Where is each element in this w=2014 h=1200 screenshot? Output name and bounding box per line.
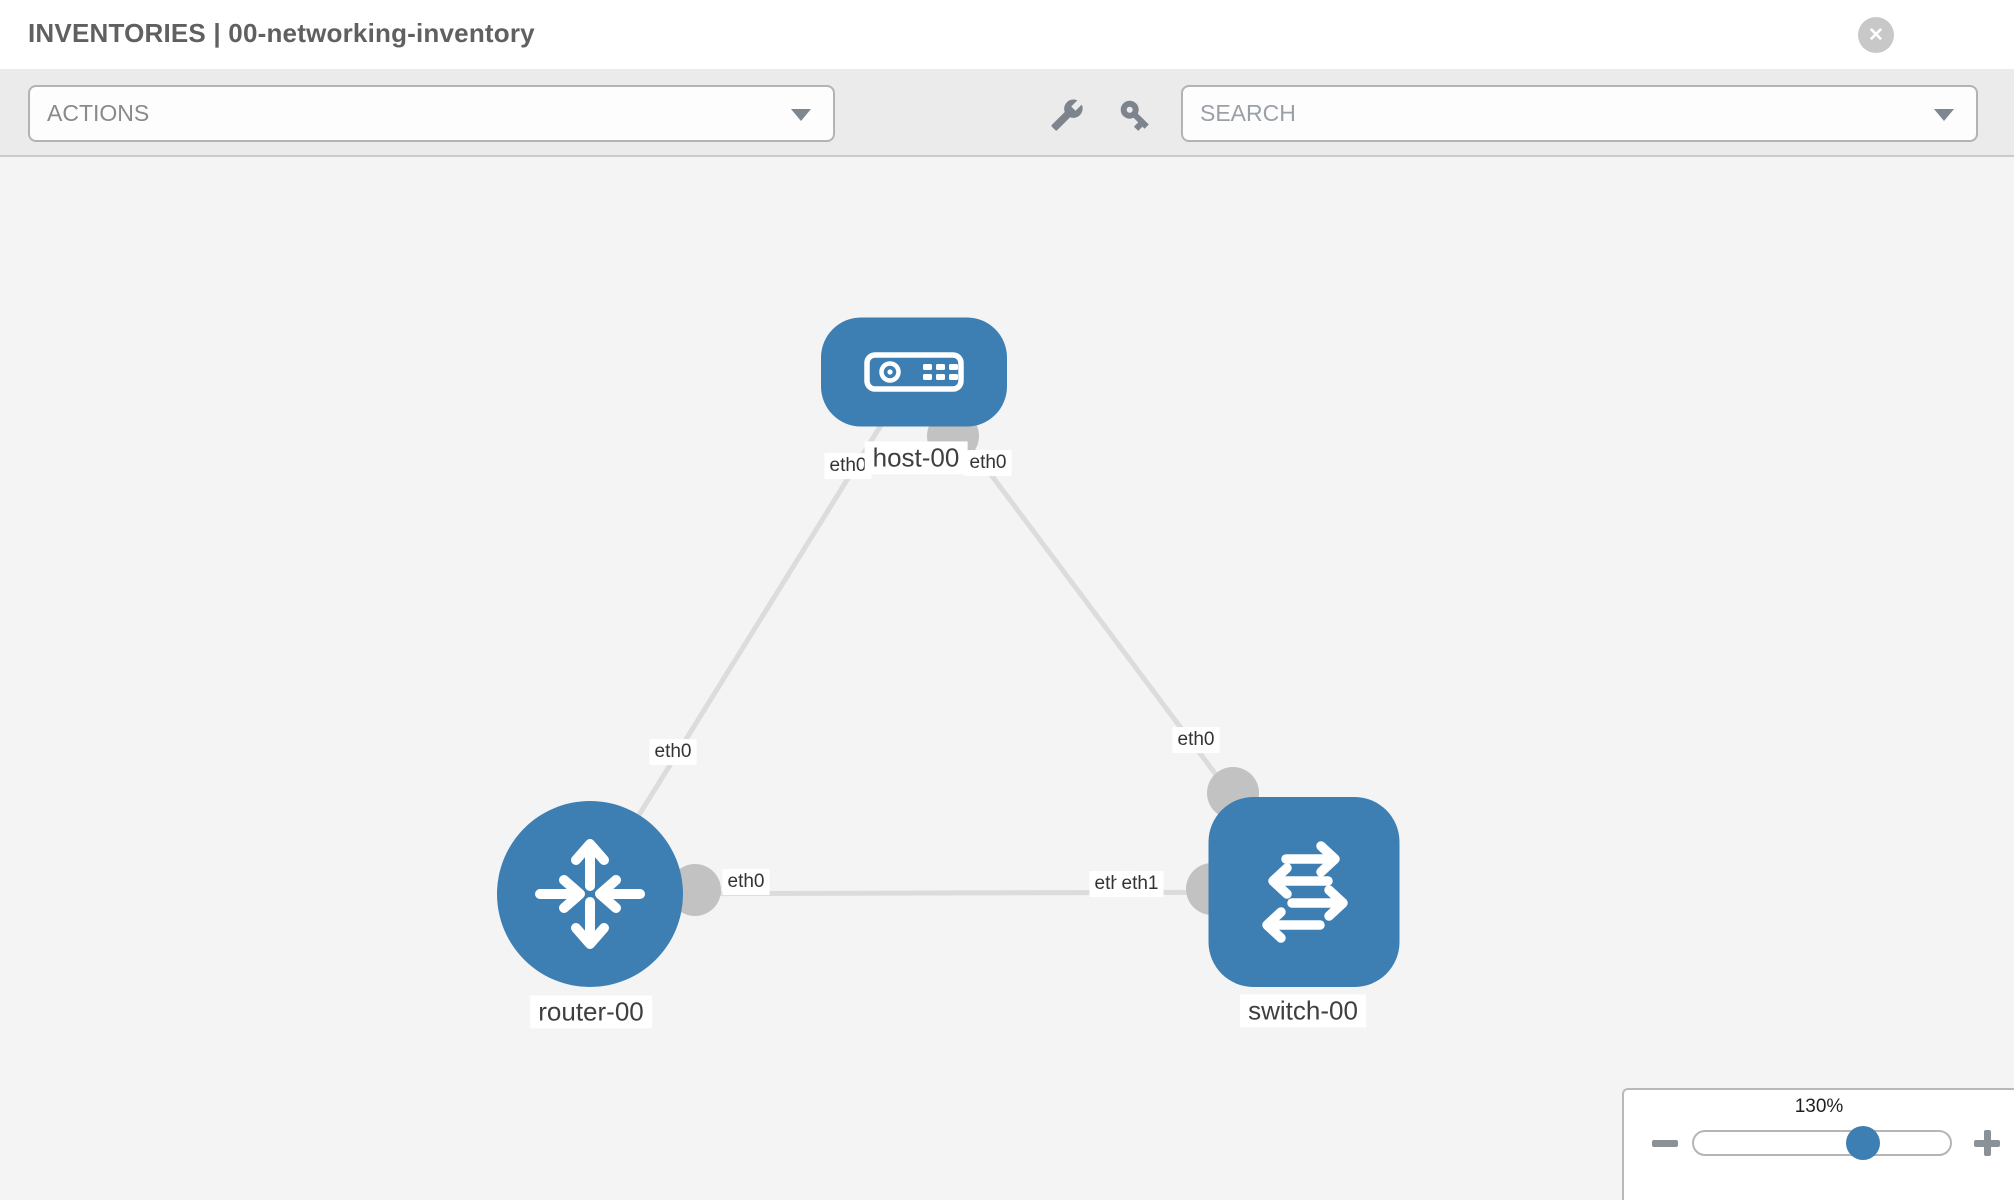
topology-canvas bbox=[0, 155, 2014, 1200]
zoom-slider-track[interactable] bbox=[1692, 1126, 1952, 1160]
page-title: INVENTORIES | 00-networking-inventory bbox=[28, 18, 535, 48]
chevron-down-icon bbox=[791, 109, 811, 121]
search-dropdown[interactable]: SEARCH bbox=[1181, 85, 1978, 142]
wrench-icon bbox=[1051, 99, 1083, 131]
plus-icon bbox=[1970, 1126, 2004, 1160]
zoom-level-value: 130% bbox=[1794, 1096, 1844, 1117]
key-button[interactable] bbox=[1111, 91, 1159, 139]
minus-icon bbox=[1652, 1139, 1678, 1147]
search-dropdown-label: SEARCH bbox=[1200, 100, 1296, 126]
chevron-down-icon bbox=[1934, 109, 1954, 121]
node-host-00[interactable] bbox=[821, 317, 1007, 427]
node-switch-00[interactable] bbox=[1208, 797, 1400, 987]
actions-dropdown[interactable]: ACTIONS bbox=[28, 85, 835, 142]
zoom-control-panel: 130% bbox=[1622, 1088, 2014, 1200]
zoom-in-button[interactable] bbox=[1970, 1126, 2004, 1160]
actions-dropdown-label: ACTIONS bbox=[47, 100, 150, 126]
x-circle-icon: ✕ bbox=[1868, 24, 1884, 46]
header: INVENTORIES | 00-networking-inventory ✕ bbox=[0, 0, 2014, 71]
node-router-00[interactable] bbox=[497, 801, 683, 987]
key-icon bbox=[1120, 100, 1149, 131]
zoom-out-button[interactable] bbox=[1648, 1126, 1682, 1160]
zoom-slider-handle[interactable] bbox=[1845, 1126, 1880, 1160]
wrench-button[interactable] bbox=[1043, 91, 1091, 139]
close-button[interactable]: ✕ bbox=[1858, 17, 1894, 53]
toolbar: ACTIONS SEARCH bbox=[0, 69, 2014, 157]
